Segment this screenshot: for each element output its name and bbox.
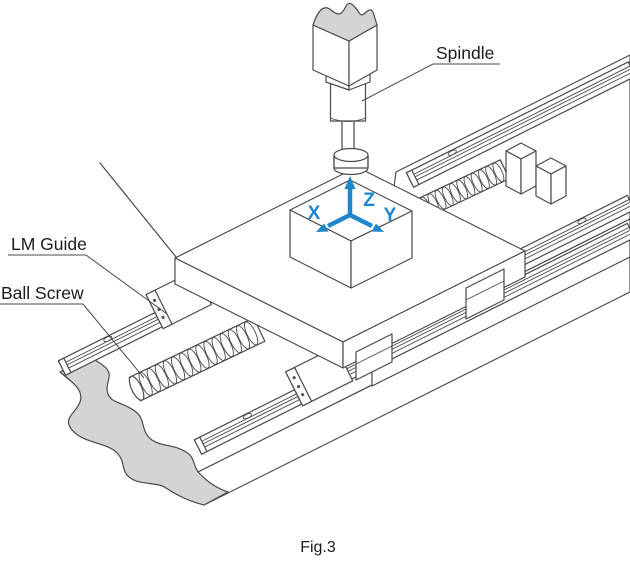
torn-edge-surface (59, 356, 229, 506)
spindle-leader-line (361, 63, 500, 102)
x-axis-arrow (316, 223, 329, 232)
rail-end-profile (57, 357, 72, 376)
rail-bolt-hole (447, 149, 457, 156)
figure-caption: Fig.3 (300, 539, 336, 556)
screw-end (128, 375, 145, 401)
workpiece (289, 179, 413, 289)
lm-rail-saddle-back (405, 61, 630, 188)
screw-end-bracket (505, 142, 567, 205)
rail-bolt-hole (103, 335, 113, 343)
z-axis-arrow (344, 176, 356, 189)
z-axis-label: Z (363, 190, 375, 211)
annotation-lm-guide: LM Guide (8, 234, 168, 315)
x-axis-label: X (308, 203, 321, 224)
y-axis-arrow (371, 223, 384, 232)
annotation-spindle: Spindle (361, 43, 500, 102)
spindle-assembly (312, 2, 378, 176)
lm-guide-leader-line (8, 254, 168, 315)
tool-holder-block (312, 2, 378, 87)
ball-screw-leader-line (0, 303, 145, 379)
rail-bolt-hole (242, 412, 252, 420)
spindle-label: Spindle (436, 43, 494, 63)
ball-screw-label: Ball Screw (1, 283, 84, 303)
rail-bolt-hole (577, 217, 587, 225)
coordinate-axes: X Z Y (308, 176, 397, 232)
lm-guide-label: LM Guide (11, 234, 87, 254)
y-axis-label: Y (384, 205, 397, 226)
lm-block-small (355, 333, 393, 381)
lm-rail-back (57, 269, 226, 376)
tool-holder-broken-top (312, 2, 378, 42)
ball-screw-lower (128, 317, 266, 402)
base-back-edge (99, 162, 177, 258)
screw-threads (412, 162, 505, 220)
lm-block-small (465, 268, 505, 320)
spindle-flange (333, 147, 369, 163)
annotation-ball-screw: Ball Screw (0, 283, 145, 379)
rail-end-profile (193, 436, 208, 455)
